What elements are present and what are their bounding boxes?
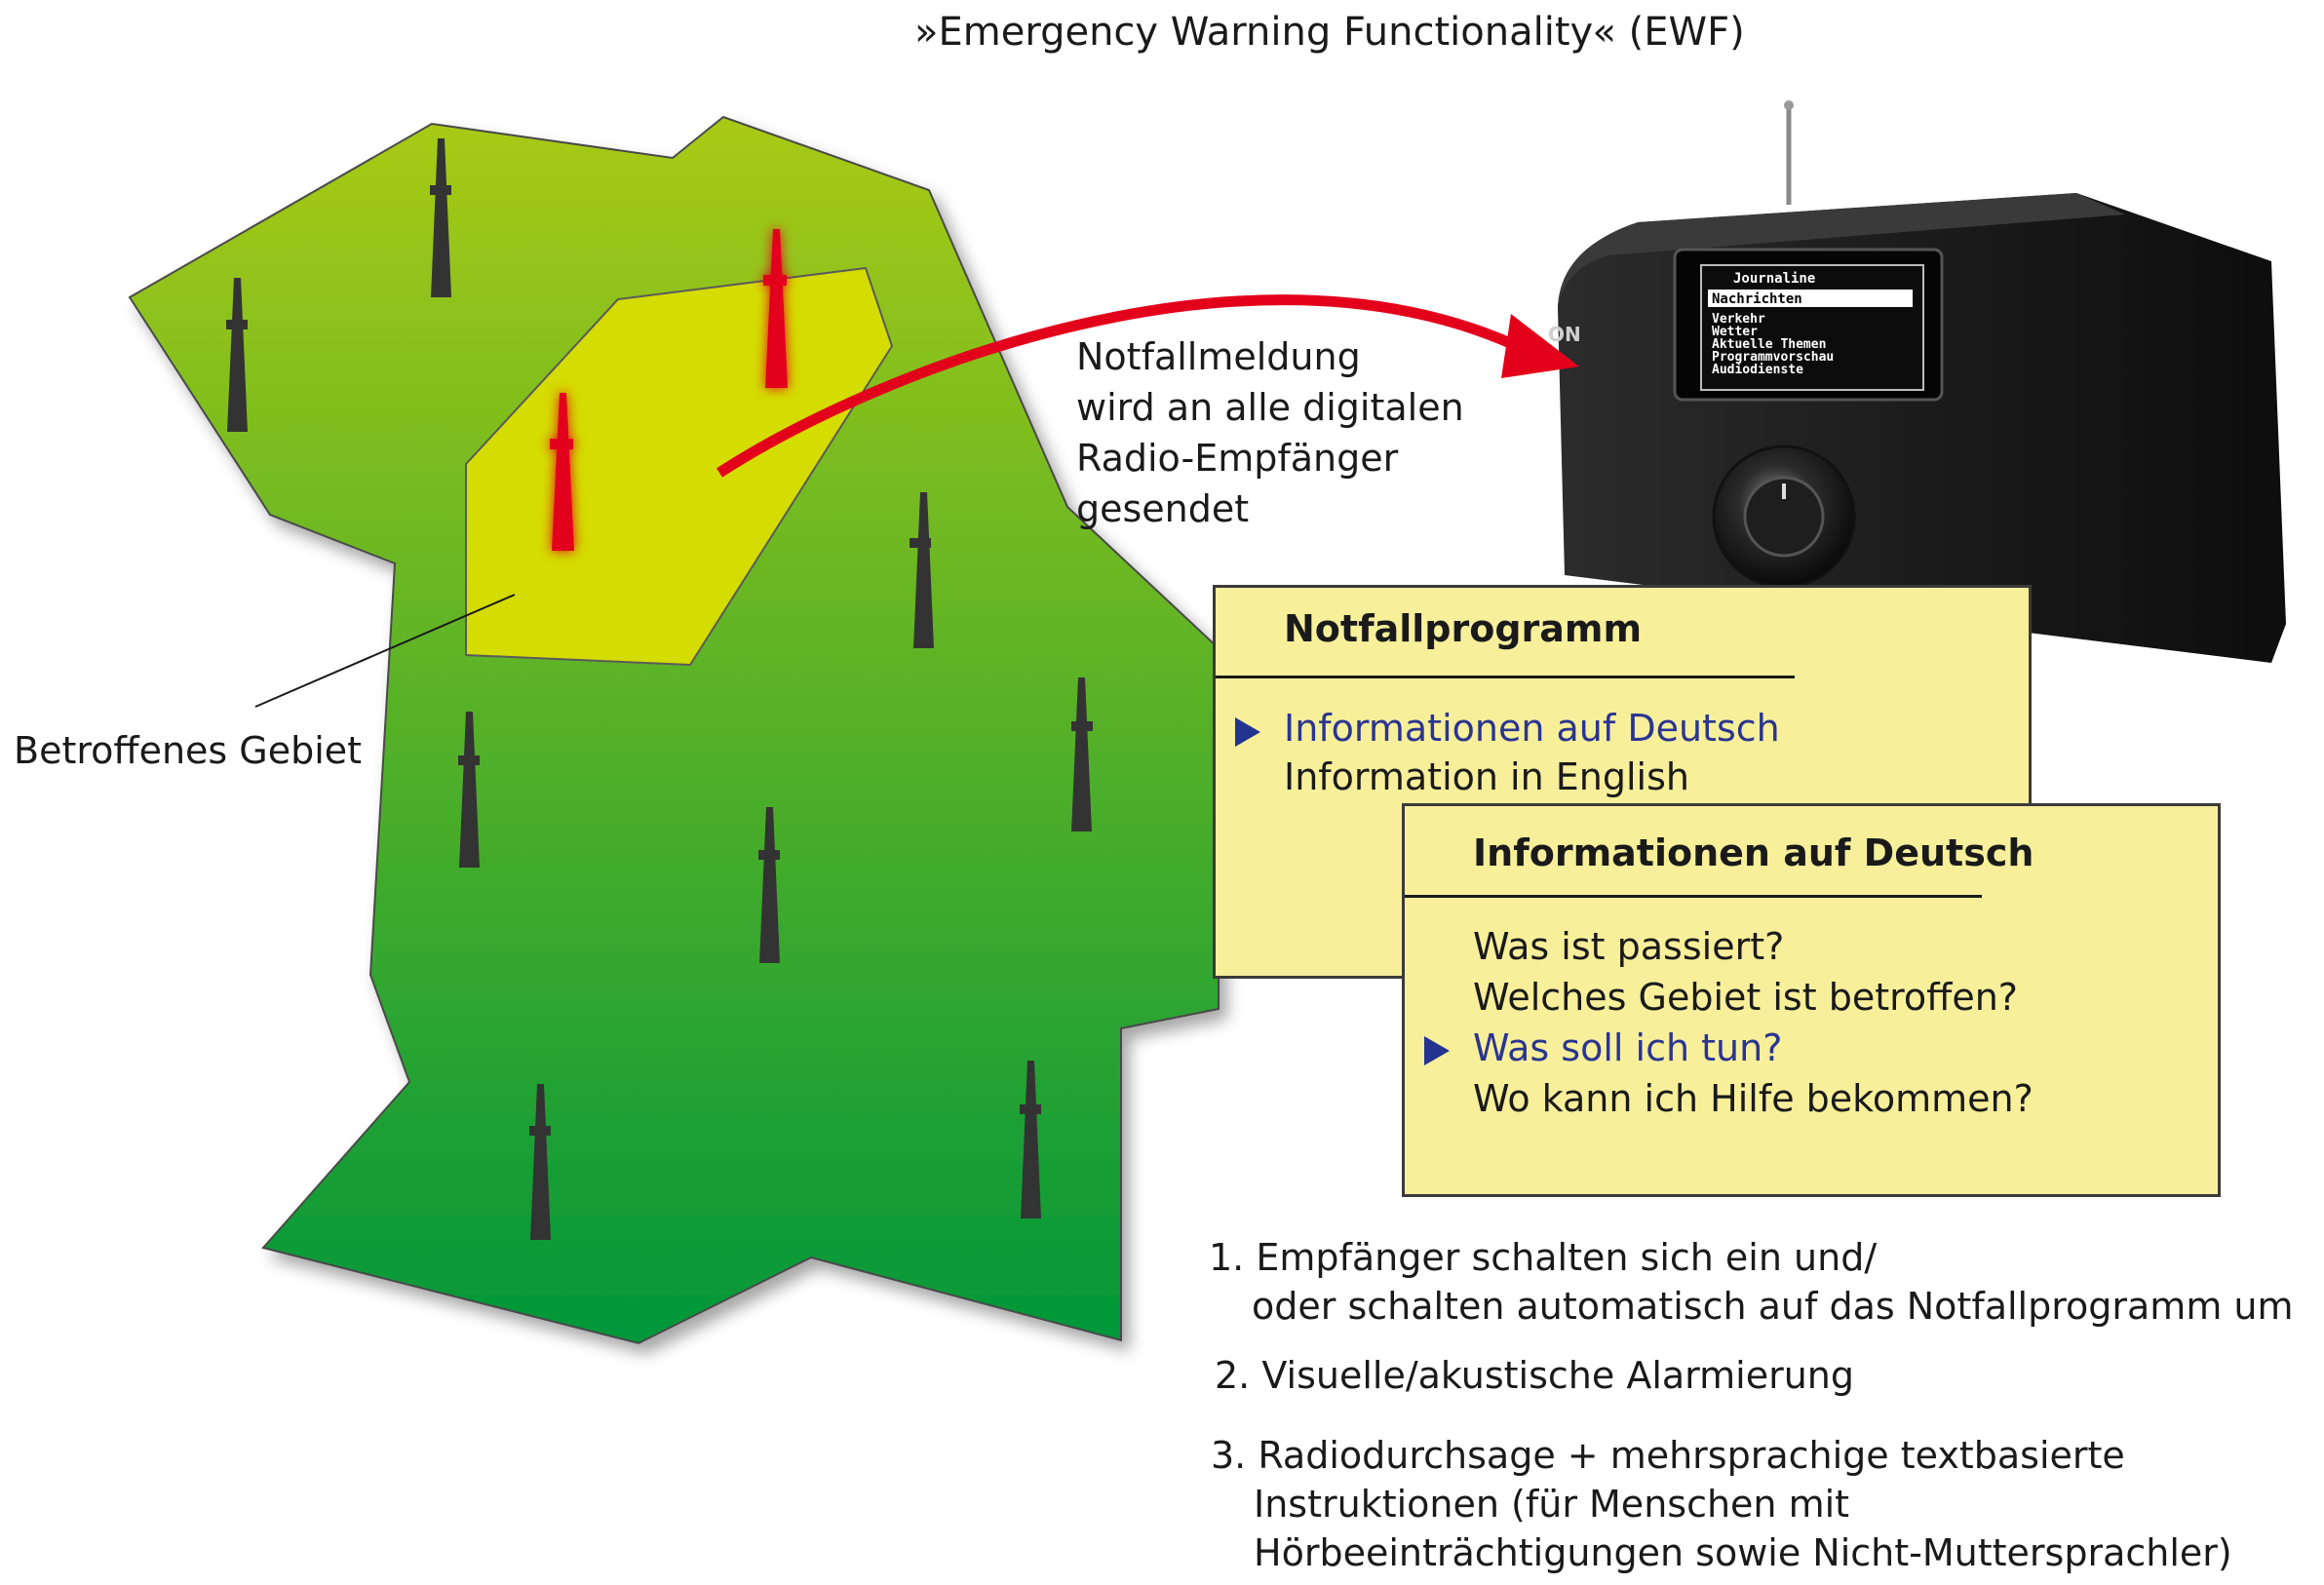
radio-screen-title: Journaline — [1733, 271, 1815, 287]
digital-radio: Journaline Nachrichten Verkehr Wetter Ak… — [1548, 100, 2286, 663]
radio-brand: ON — [1548, 323, 1581, 346]
panel-title: Informationen auf Deutsch — [1473, 831, 2034, 874]
arrow-caption-line: wird an alle digitalen — [1076, 386, 1464, 429]
arrow-head-icon — [1501, 314, 1579, 378]
step-number: 2. — [1215, 1354, 1251, 1397]
panel-divider — [1405, 895, 1982, 898]
german-info-panel: Informationen auf Deutsch Was ist passie… — [1402, 803, 2221, 1197]
step-1: 1. Empfänger schalten sich ein und/ oder… — [1209, 1233, 2294, 1331]
step-number: 1. — [1209, 1236, 1245, 1279]
arrow-caption-line: gesendet — [1076, 487, 1250, 530]
program-option-german[interactable]: Informationen auf Deutsch — [1284, 707, 1780, 750]
tower-icon — [1071, 677, 1093, 831]
radio-screen-item: Nachrichten — [1712, 291, 1802, 307]
step-text: oder schalten automatisch auf das Notfal… — [1252, 1285, 2294, 1328]
step-number: 3. — [1211, 1434, 1247, 1477]
broadcast-arrow — [717, 294, 1579, 478]
selection-pointer-icon — [1424, 1036, 1450, 1065]
step-2: 2. Visuelle/akustische Alarmierung — [1215, 1351, 1854, 1400]
radio-screen-item: Verkehr — [1712, 312, 1765, 327]
panel-title: Notfallprogramm — [1284, 607, 1643, 650]
tower-icon — [226, 278, 248, 432]
arrow-caption-line: Radio-Empfänger — [1076, 437, 1399, 480]
affected-area-label: Betroffenes Gebiet — [14, 729, 363, 772]
selection-pointer-icon — [1235, 717, 1260, 747]
step-3: 3. Radiodurchsage + mehrsprachige textba… — [1211, 1431, 2232, 1577]
step-text: Empfänger schalten sich ein und/ — [1256, 1236, 1878, 1279]
radio-screen-item: Aktuelle Themen — [1712, 337, 1826, 352]
panel-divider — [1216, 676, 1795, 678]
radio-screen-item: Wetter — [1712, 325, 1758, 339]
info-option[interactable]: Welches Gebiet ist betroffen? — [1473, 976, 2018, 1019]
step-text: Visuelle/akustische Alarmierung — [1261, 1354, 1854, 1397]
step-text: Radiodurchsage + mehrsprachige textbasie… — [1258, 1434, 2125, 1477]
region-map — [128, 115, 1220, 1345]
radio-screen — [1700, 264, 1924, 391]
arrow-caption-line: Notfallmeldung — [1076, 335, 1361, 378]
area-label-leader — [254, 594, 516, 708]
alert-tower-icon — [763, 229, 788, 388]
tower-icon — [758, 807, 780, 963]
radio-screen-item: Audiodienste — [1712, 363, 1803, 377]
info-option[interactable]: Wo kann ich Hilfe bekommen? — [1473, 1077, 2034, 1120]
tower-icon — [529, 1084, 551, 1240]
info-option-selected[interactable]: Was soll ich tun? — [1473, 1026, 1783, 1069]
arrow-caption: Notfallmeldung wird an alle digitalen Ra… — [1076, 331, 1464, 534]
info-option[interactable]: Was ist passiert? — [1473, 925, 1785, 968]
tower-icon — [910, 492, 934, 648]
program-option-english[interactable]: Information in English — [1284, 755, 1689, 798]
step-text: Hörbeeinträchtigungen sowie Nicht-Mutter… — [1254, 1531, 2232, 1574]
step-text: Instruktionen (für Menschen mit — [1254, 1483, 1850, 1526]
tower-icon — [1020, 1061, 1041, 1218]
tower-icon — [458, 712, 480, 868]
alert-tower-icon — [550, 393, 574, 551]
radio-screen-item: Programmvorschau — [1712, 350, 1834, 365]
diagram-title: »Emergency Warning Functionality« (EWF) — [914, 10, 1745, 55]
tower-icon — [430, 138, 451, 297]
